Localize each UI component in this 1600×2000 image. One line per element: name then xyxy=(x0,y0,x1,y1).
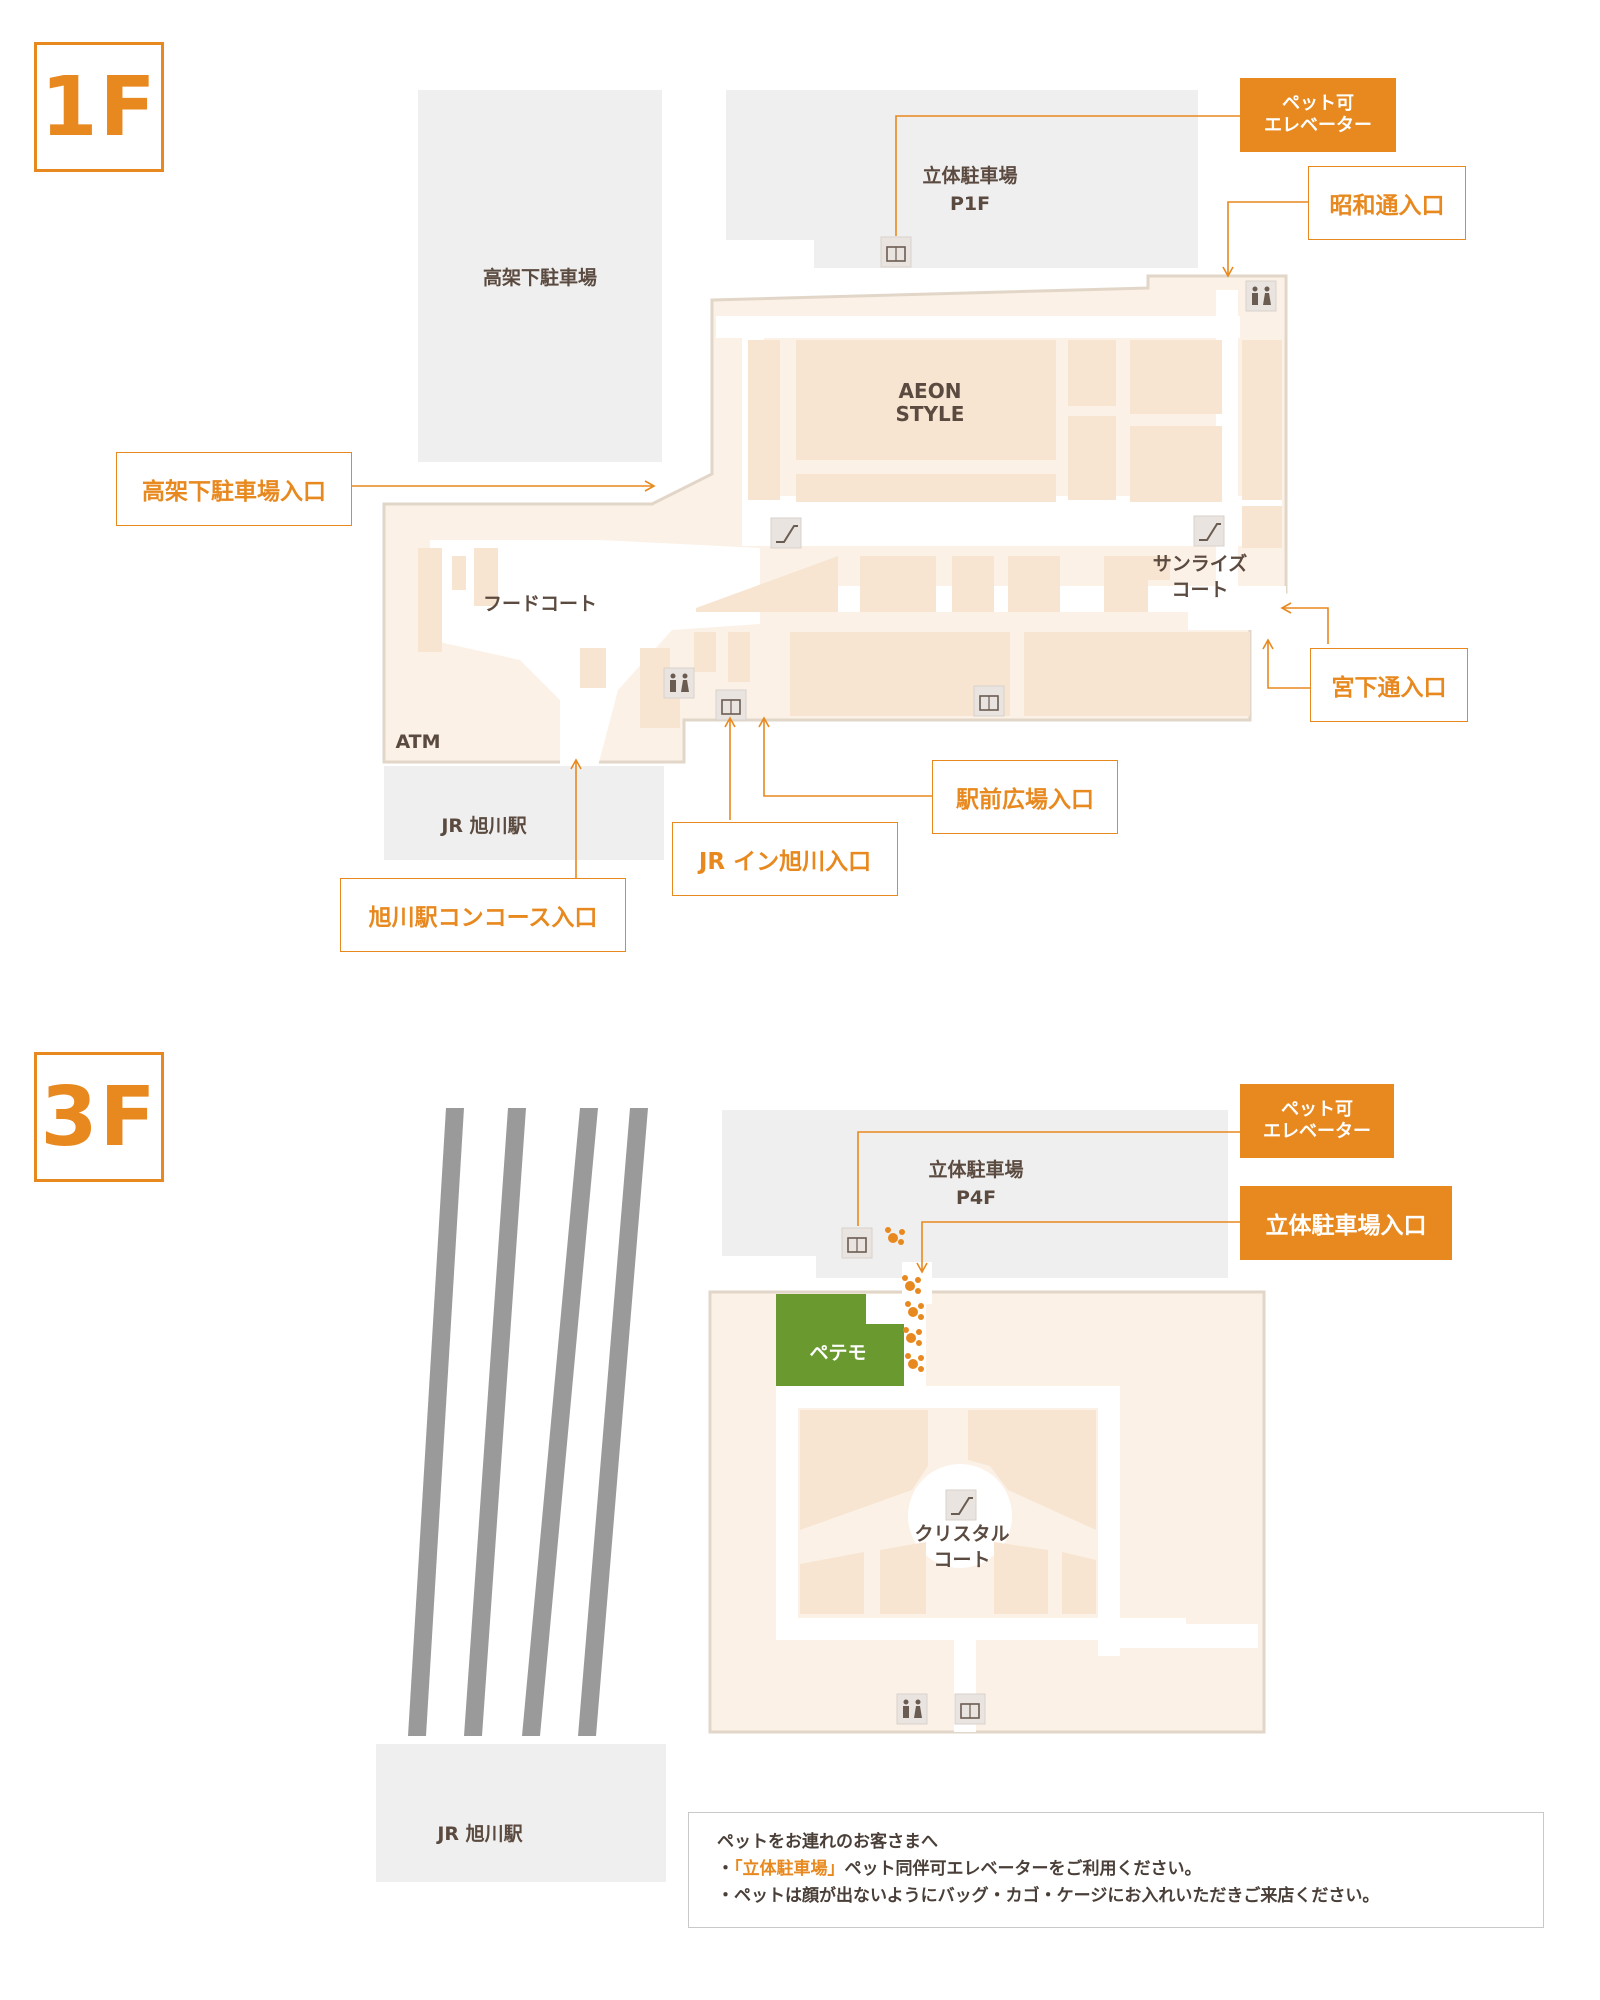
floor-badge-3f: 3F xyxy=(34,1052,164,1182)
showa-entrance-callout: 昭和通入口 xyxy=(1308,166,1466,240)
shops-3f xyxy=(800,1410,1096,1614)
parking-name: 立体駐車場 xyxy=(922,165,1018,187)
elevator-icon xyxy=(715,689,747,721)
paw-print-icon xyxy=(905,1353,924,1372)
escalator-icon xyxy=(1193,515,1225,547)
aeon-style-label: AEON STYLE xyxy=(860,380,1000,426)
parking-lower-strip-3f xyxy=(816,1250,1228,1278)
parking-floor: P1F xyxy=(949,192,991,215)
escalator-icon xyxy=(770,517,802,549)
sunrise-court-label: サンライズ コート xyxy=(1130,553,1270,602)
notice-line1-highlight: 「立体駐車場」 xyxy=(734,1859,845,1880)
concourse-entrance-callout: 旭川駅コンコース入口 xyxy=(340,878,626,952)
jr-station-label-3f: JR 旭川駅 xyxy=(437,1823,523,1845)
parking-entrance-callout-3f: 立体駐車場入口 xyxy=(1240,1186,1452,1260)
parking-name-3f: 立体駐車場 xyxy=(928,1159,1024,1181)
elevator-icon xyxy=(880,236,912,268)
food-court-label: フードコート xyxy=(482,593,597,615)
leader-lines-3f xyxy=(857,1131,1240,1274)
floor-badge-1f: 1F xyxy=(34,42,164,172)
pet-elevator-line2-3f: エレベーター xyxy=(1263,1121,1371,1142)
multistory-parking-label-1f: 立体駐車場 P1F xyxy=(900,165,1040,216)
elevator-icon xyxy=(973,685,1005,717)
aeon-line2: STYLE xyxy=(895,402,965,426)
sunrise-line1: サンライズ xyxy=(1152,553,1248,575)
parking-floor-3f: P4F xyxy=(955,1186,997,1209)
restroom-icon xyxy=(1245,280,1277,312)
notice-line1: ・「立体駐車場」ペット同伴可エレベーターをご利用ください。 xyxy=(717,1856,1515,1883)
pet-notice-box: ペットをお連れのお客さまへ ・「立体駐車場」ペット同伴可エレベーターをご利用くだ… xyxy=(688,1812,1544,1928)
elevator-icon xyxy=(954,1693,986,1725)
elevator-icon xyxy=(841,1227,873,1259)
railway-tracks xyxy=(408,1108,648,1736)
jr-inn-entrance-callout: JR イン旭川入口 xyxy=(672,822,898,896)
jr-station-block-3f xyxy=(376,1744,666,1882)
pet-elevator-callout-1f: ペット可 エレベーター xyxy=(1240,78,1396,152)
restroom-icon xyxy=(663,667,695,699)
corridors-3f xyxy=(776,1304,1258,1732)
aeon-line1: AEON xyxy=(898,379,962,403)
shops-1f xyxy=(418,340,1282,728)
station-plaza-entrance-callout: 駅前広場入口 xyxy=(932,760,1118,834)
paw-print-icon xyxy=(905,1301,924,1320)
pet-elevator-callout-3f: ペット可 エレベーター xyxy=(1240,1084,1394,1158)
aeon-style-block xyxy=(796,340,1056,460)
crystal-line2: コート xyxy=(933,1548,991,1571)
escalator-icon xyxy=(945,1489,977,1521)
paw-print-icon xyxy=(903,1327,922,1346)
elevated-parking-block xyxy=(418,90,662,462)
pet-elevator-line1-3f: ペット可 xyxy=(1281,1099,1353,1121)
leader-lines-1f xyxy=(350,115,1329,878)
notice-line2: ・ペットは顔が出ないようにバッグ・カゴ・ケージにお入れいただきご来店ください。 xyxy=(717,1886,1380,1907)
elevated-parking-entrance-callout: 高架下駐車場入口 xyxy=(116,452,352,526)
multistory-parking-label-3f: 立体駐車場 P4F xyxy=(906,1159,1046,1210)
multistory-parking-block-3f xyxy=(722,1110,1228,1256)
atm-label: ATM xyxy=(395,731,441,753)
notice-heading: ペットをお連れのお客さまへ xyxy=(717,1832,938,1852)
paw-print-icon xyxy=(885,1227,905,1245)
pet-elevator-line2: エレベーター xyxy=(1264,115,1372,136)
multistory-parking-block-1f xyxy=(726,90,1198,240)
paw-print-icon xyxy=(902,1275,921,1294)
notice-line1-prefix: ・ xyxy=(717,1859,734,1880)
sunrise-line2: コート xyxy=(1171,578,1229,601)
restroom-icon xyxy=(896,1693,928,1725)
crystal-court-label: クリスタル コート xyxy=(892,1523,1032,1572)
pet-elevator-line1: ペット可 xyxy=(1282,93,1354,115)
petemo-label: ペテモ xyxy=(809,1342,867,1364)
crystal-line1: クリスタル xyxy=(914,1523,1010,1545)
jr-station-label-1f: JR 旭川駅 xyxy=(441,815,527,837)
miyashita-entrance-callout: 宮下通入口 xyxy=(1310,648,1468,722)
elevated-parking-label: 高架下駐車場 xyxy=(482,267,597,289)
jr-station-block-1f xyxy=(384,766,664,860)
notice-line1-rest: ペット同伴可エレベーターをご利用ください。 xyxy=(844,1859,1202,1880)
parking-lower-strip-1f xyxy=(814,236,1198,268)
